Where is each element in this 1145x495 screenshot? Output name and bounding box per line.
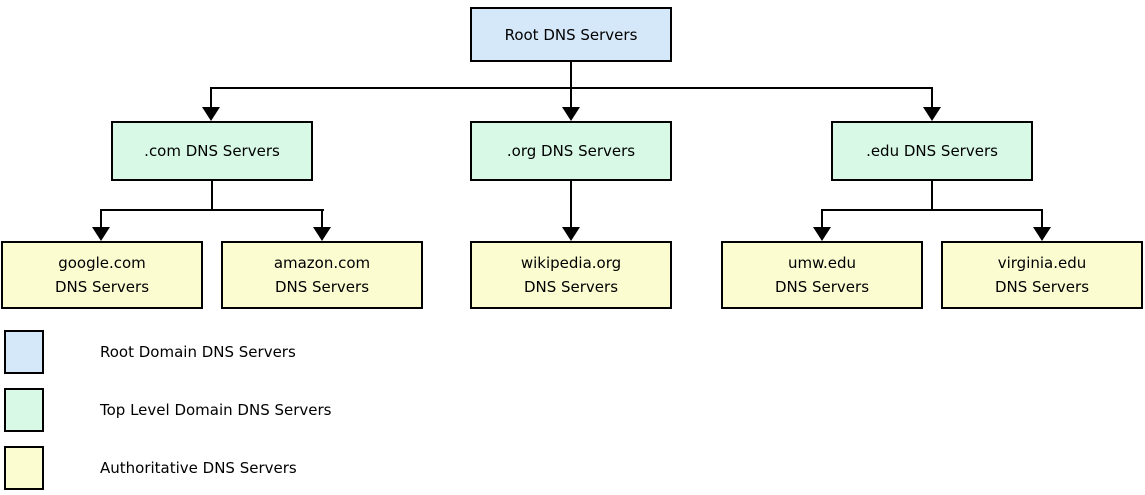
connector-edu-horizontal [821,209,1043,211]
node-label: Root DNS Servers [504,25,638,44]
node-label-line2: DNS Servers [994,278,1090,296]
connector-to-google [100,211,102,229]
connector-to-org [570,89,572,109]
legend-swatch-tld [4,388,44,432]
node-label-line2: DNS Servers [523,278,619,296]
node-label: .edu DNS Servers [866,142,998,160]
legend-swatch-root [4,330,44,374]
node-wikipedia-dns-servers: wikipedia.org DNS Servers [470,241,672,309]
connector-to-edu [931,89,933,109]
connector-to-com [210,89,212,109]
connector-to-virginia [1041,211,1043,229]
node-label-line2: DNS Servers [774,278,870,296]
legend-item-root-domain: Root Domain DNS Servers [4,330,296,374]
connector-to-amazon [321,211,323,229]
node-amazon-dns-servers: amazon.com DNS Servers [221,241,423,309]
legend-label-tld: Top Level Domain DNS Servers [100,401,332,419]
arrowhead-down-icon [562,107,580,121]
node-label-line1: virginia.edu [997,254,1087,272]
node-label-line1: google.com [58,254,146,272]
legend-item-top-level-domain: Top Level Domain DNS Servers [4,388,331,432]
node-label-line2: DNS Servers [54,278,150,296]
connector-com-horizontal [100,209,324,211]
node-label-line2: DNS Servers [274,278,370,296]
node-label-line1: wikipedia.org [520,254,622,272]
node-org-dns-servers: .org DNS Servers [470,121,672,181]
node-google-dns-servers: google.com DNS Servers [1,241,203,309]
node-label: .com DNS Servers [144,142,280,160]
arrowhead-down-icon [813,227,831,241]
node-root-dns-servers: Root DNS Servers [470,7,672,62]
node-edu-dns-servers: .edu DNS Servers [831,121,1033,181]
connector-to-wikipedia [570,181,572,229]
node-label-line1: amazon.com [273,254,371,272]
connector-tier1-horizontal [210,87,933,89]
connector-edu-stem [931,181,933,211]
node-virginia-dns-servers: virginia.edu DNS Servers [941,241,1143,309]
node-label-line1: umw.edu [787,254,857,272]
arrowhead-down-icon [313,227,331,241]
arrowhead-down-icon [92,227,110,241]
node-com-dns-servers: .com DNS Servers [111,121,313,181]
connector-to-umw [821,211,823,229]
arrowhead-down-icon [562,227,580,241]
connector-com-stem [211,181,213,211]
arrowhead-down-icon [1033,227,1051,241]
legend-label-authoritative: Authoritative DNS Servers [100,459,297,477]
legend-label-root: Root Domain DNS Servers [100,343,296,361]
arrowhead-down-icon [923,107,941,121]
node-label: .org DNS Servers [506,142,636,160]
arrowhead-down-icon [202,107,220,121]
legend-swatch-authoritative [4,446,44,490]
connector-root-stem [570,62,572,89]
node-umw-dns-servers: umw.edu DNS Servers [721,241,923,309]
legend-item-authoritative: Authoritative DNS Servers [4,446,297,490]
